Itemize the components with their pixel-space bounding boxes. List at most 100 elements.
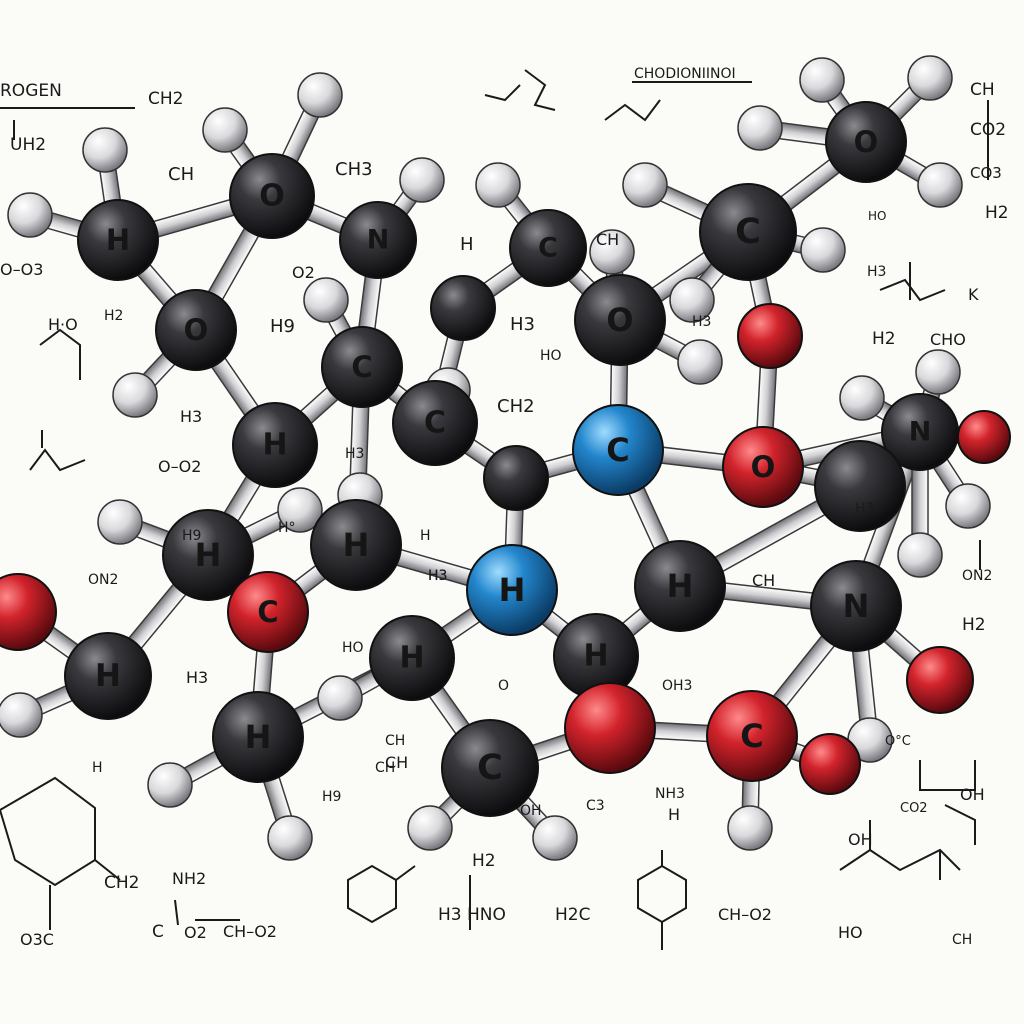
hydrogen-ball: [799, 57, 845, 103]
atom-label: H: [262, 428, 287, 463]
formula-label: H3: [428, 568, 447, 584]
formula-label: NH2: [172, 869, 206, 888]
hydrogen-ball: [112, 372, 158, 418]
hydrogen-ball: [0, 692, 43, 738]
atom-a25: H: [369, 615, 455, 701]
header-left-text: ROGEN: [0, 81, 62, 101]
formula-label: CO2: [970, 120, 1006, 140]
atom-a3: N: [339, 201, 417, 279]
atom-label: C: [351, 350, 372, 384]
atom-ball: [810, 560, 902, 652]
formula-label: CH–O2: [223, 922, 277, 941]
hydrogen-ball: [399, 157, 445, 203]
formula-label: H9: [182, 528, 201, 544]
atom-a19: C: [227, 571, 309, 653]
atom-ball: [634, 540, 726, 632]
atom-label: H: [667, 567, 694, 605]
formula-label: CO3: [970, 164, 1002, 182]
atom-ball: [706, 690, 798, 782]
formula-label: H3: [855, 501, 874, 517]
formula-label: CH: [385, 733, 405, 749]
atom-a23: N: [810, 560, 902, 652]
atom-label: H: [499, 571, 526, 609]
atom-a35: [0, 573, 57, 651]
atom-a11: C: [699, 183, 797, 281]
atom-ball: [483, 445, 549, 511]
formula-label: HO: [540, 348, 562, 364]
formula-label: H3: [345, 446, 364, 462]
formula-label: CHO: [930, 330, 966, 349]
formula-label: H2: [872, 329, 896, 349]
atom-a1: H: [77, 199, 159, 281]
atom-label: C: [424, 406, 446, 441]
atom-a27: H: [212, 691, 304, 783]
formula-label: C3: [586, 798, 605, 814]
formula-label: OH3: [662, 678, 692, 694]
hydrogen-ball: [677, 339, 723, 385]
atom-a29: [564, 682, 656, 774]
hydrogen-ball: [839, 375, 885, 421]
atom-a14: [483, 445, 549, 511]
atom-label: O: [259, 179, 285, 214]
hydrogen-ball: [800, 227, 846, 273]
atom-ball: [957, 410, 1011, 464]
formula-label: CH: [952, 932, 972, 948]
formula-label: H3: [510, 314, 535, 335]
atom-ball: [799, 733, 861, 795]
atom-a18: H: [162, 509, 254, 601]
hydrogen-ball: [622, 162, 668, 208]
formula-label: NH3: [655, 786, 685, 802]
hydrogen-ball: [737, 105, 783, 151]
formula-label: O3C: [20, 930, 54, 949]
formula-label: CH: [375, 760, 395, 776]
formula-label: O2: [184, 923, 207, 942]
atom-ball: [321, 326, 403, 408]
atom-ball: [737, 303, 803, 369]
formula-label: H: [460, 234, 474, 255]
hydrogen-ball: [317, 675, 363, 721]
hydrogen-ball: [97, 499, 143, 545]
formula-label: H: [420, 528, 431, 544]
header-title: CHODIONIINOI: [634, 66, 736, 82]
hydrogen-ball: [475, 162, 521, 208]
atom-a22: H: [634, 540, 726, 632]
formula-label: H2C: [555, 905, 590, 925]
atom-a15: O: [722, 426, 804, 508]
atom-a10: C: [509, 209, 587, 287]
atom-a6: C: [321, 326, 403, 408]
atom-label: H: [583, 639, 608, 674]
formula-label: O: [498, 678, 509, 694]
formula-label: O°C: [885, 734, 911, 749]
atom-ball: [339, 201, 417, 279]
atom-ball: [572, 404, 664, 496]
formula-label: CH: [385, 753, 408, 772]
atom-label: H: [95, 658, 121, 694]
hydrogen-ball: [297, 72, 343, 118]
atom-ball: [509, 209, 587, 287]
atom-label: O: [751, 450, 776, 484]
atom-label: O: [184, 313, 209, 347]
atom-a24: H: [64, 632, 152, 720]
atom-label: C: [606, 431, 629, 469]
atom-label: N: [843, 587, 870, 625]
hydrogen-ball: [915, 349, 961, 395]
atom-label: C: [538, 233, 558, 264]
hydrogen-ball: [589, 229, 635, 275]
formula-label: HO: [868, 209, 886, 223]
formula-label: O2: [292, 263, 315, 282]
formula-label: H3 HNO: [438, 905, 506, 925]
hydrogen-ball: [267, 815, 313, 861]
atom-ball: [574, 274, 666, 366]
atom-a4: O: [155, 289, 237, 371]
formula-label: H3: [692, 314, 711, 330]
formula-label: HO: [342, 640, 364, 656]
atom-a2: O: [229, 153, 315, 239]
atom-label: O: [854, 125, 879, 159]
atom-ball: [227, 571, 309, 653]
hydrogen-ball: [277, 487, 323, 533]
atom-label: O: [606, 301, 633, 339]
formula-label: CH2: [104, 873, 139, 893]
hydrogen-ball: [945, 483, 991, 529]
formula-label: H3: [428, 568, 447, 584]
